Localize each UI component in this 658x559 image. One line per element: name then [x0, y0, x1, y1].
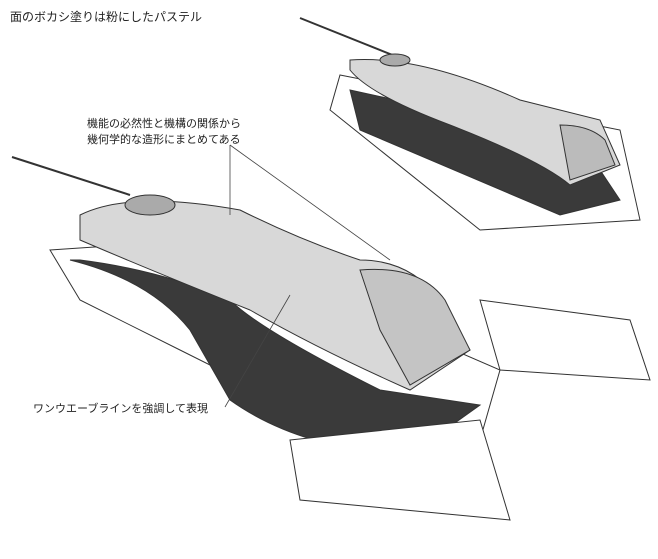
annotation-function-line1: 機能の必然性と機構の関係から — [87, 117, 241, 130]
annotation-pastel: 面のボカシ塗りは粉にしたパステル — [10, 10, 203, 24]
device-large — [11, 156, 651, 521]
annotation-function-line2: 幾何学的な造形にまとめてある — [87, 133, 241, 146]
device-small — [299, 17, 641, 231]
annotation-wave-line: ワンウエーブラインを強調して表現 — [33, 402, 209, 415]
leader-lines — [224, 144, 391, 408]
